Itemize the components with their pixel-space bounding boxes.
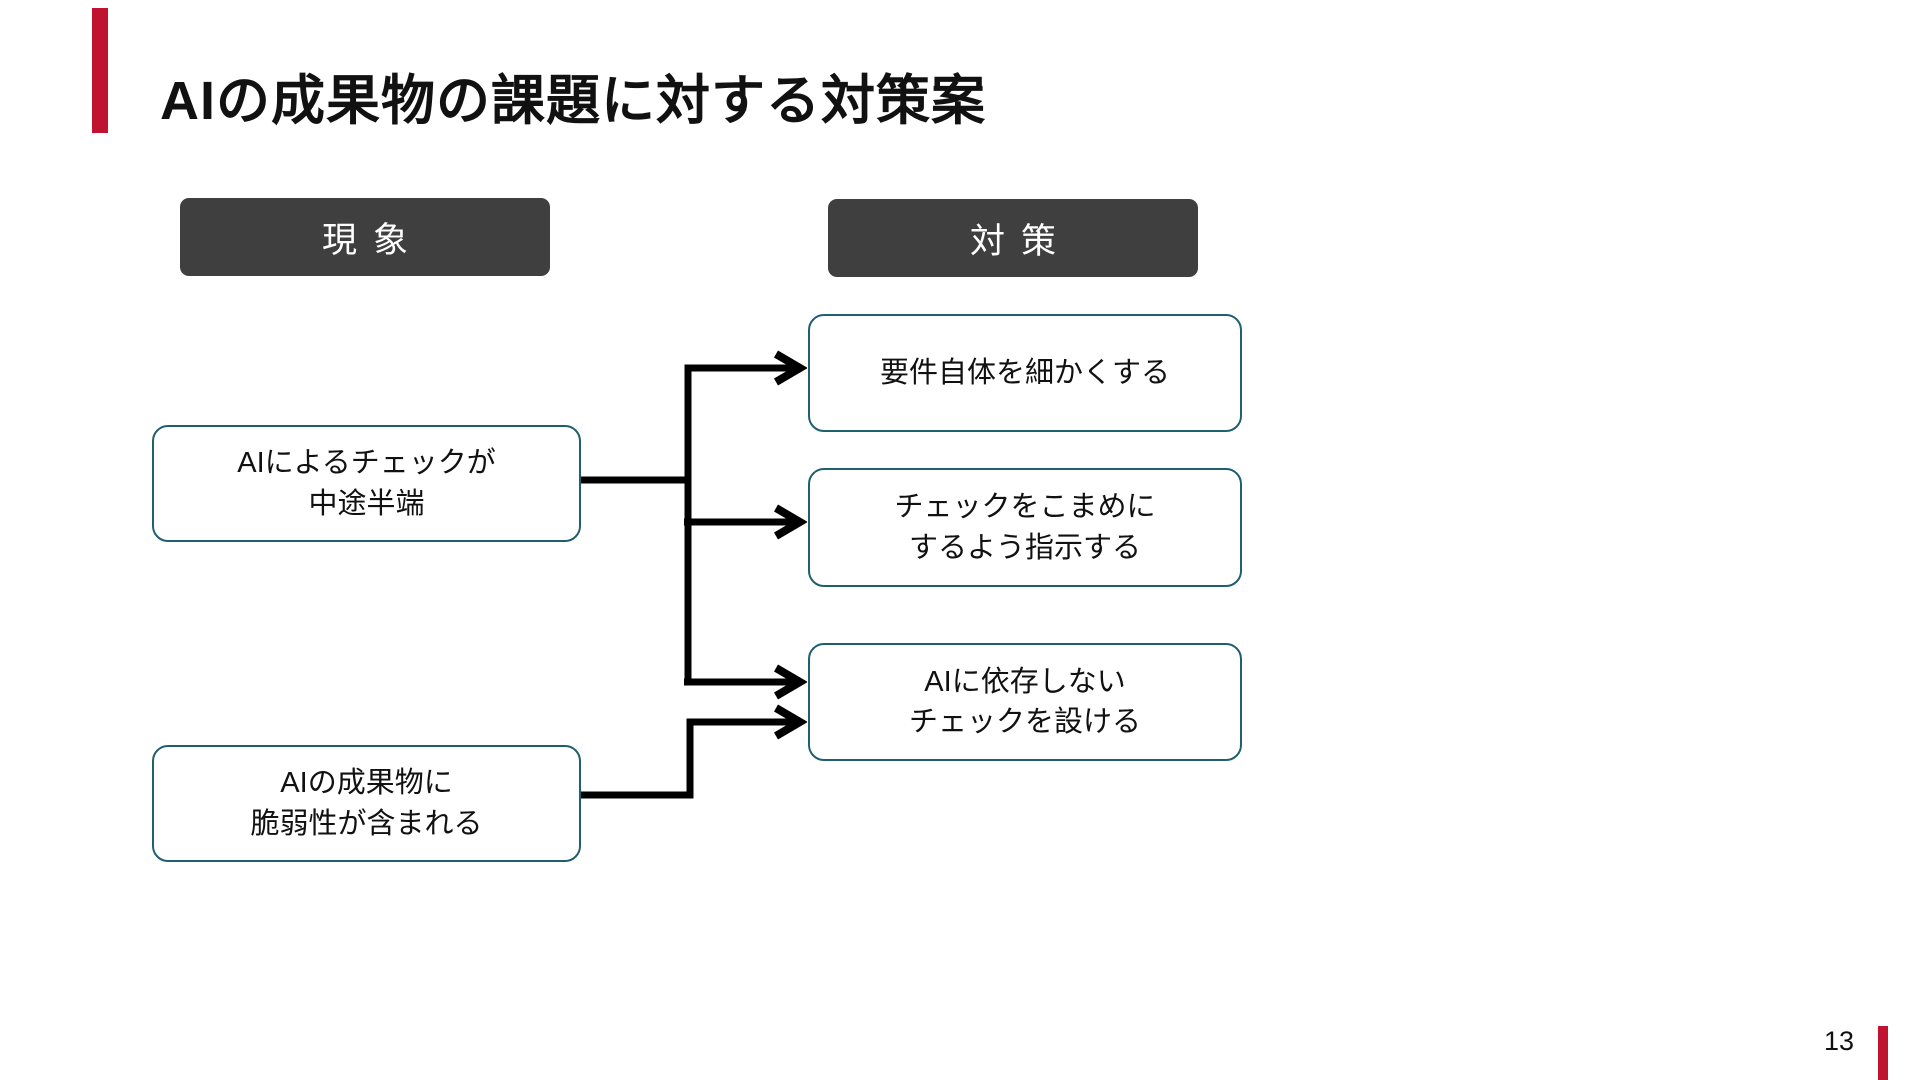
countermeasure-box-3-line-2: チェックを設ける <box>908 706 1141 738</box>
phenomenon-box-1: AIによるチェックが 中途半端 <box>152 425 581 542</box>
countermeasure-box-3: AIに依存しない チェックを設ける <box>808 643 1242 761</box>
phenomenon-box-2-line-1: AIの成果物に <box>280 767 453 800</box>
phenomenon-box-2: AIの成果物に 脆弱性が含まれる <box>152 745 581 862</box>
phenomenon-box-2-line-2: 脆弱性が含まれる <box>250 807 483 840</box>
page-title: AIの成果物の課題に対する対策案 <box>160 71 986 131</box>
connector-l2-arrow <box>578 722 800 799</box>
page-number-accent-bar <box>1878 1026 1888 1080</box>
countermeasure-box-1-line-1: 要件自体を細かくする <box>879 356 1170 389</box>
phenomenon-box-1-line-2: 中途半端 <box>308 487 425 520</box>
header-phenomenon-label: 現象 <box>321 220 424 260</box>
page-number: 13 <box>1823 1026 1854 1056</box>
connector-trunk-top-arrow <box>684 368 800 682</box>
countermeasure-box-1: 要件自体を細かくする <box>808 314 1242 432</box>
header-countermeasure-label: 対策 <box>969 221 1072 261</box>
phenomenon-box-1-line-1: AIによるチェックが <box>237 447 496 480</box>
title-accent-bar <box>92 8 108 133</box>
header-phenomenon: 現象 <box>180 198 550 276</box>
countermeasure-box-2-line-1: チェックをこまめに <box>894 491 1156 524</box>
countermeasure-box-2: チェックをこまめに するよう指示する <box>808 468 1242 587</box>
countermeasure-box-2-line-2: するよう指示する <box>908 531 1141 564</box>
countermeasure-box-3-line-1: AIに依存しない <box>924 665 1126 698</box>
header-countermeasure: 対策 <box>828 199 1198 277</box>
